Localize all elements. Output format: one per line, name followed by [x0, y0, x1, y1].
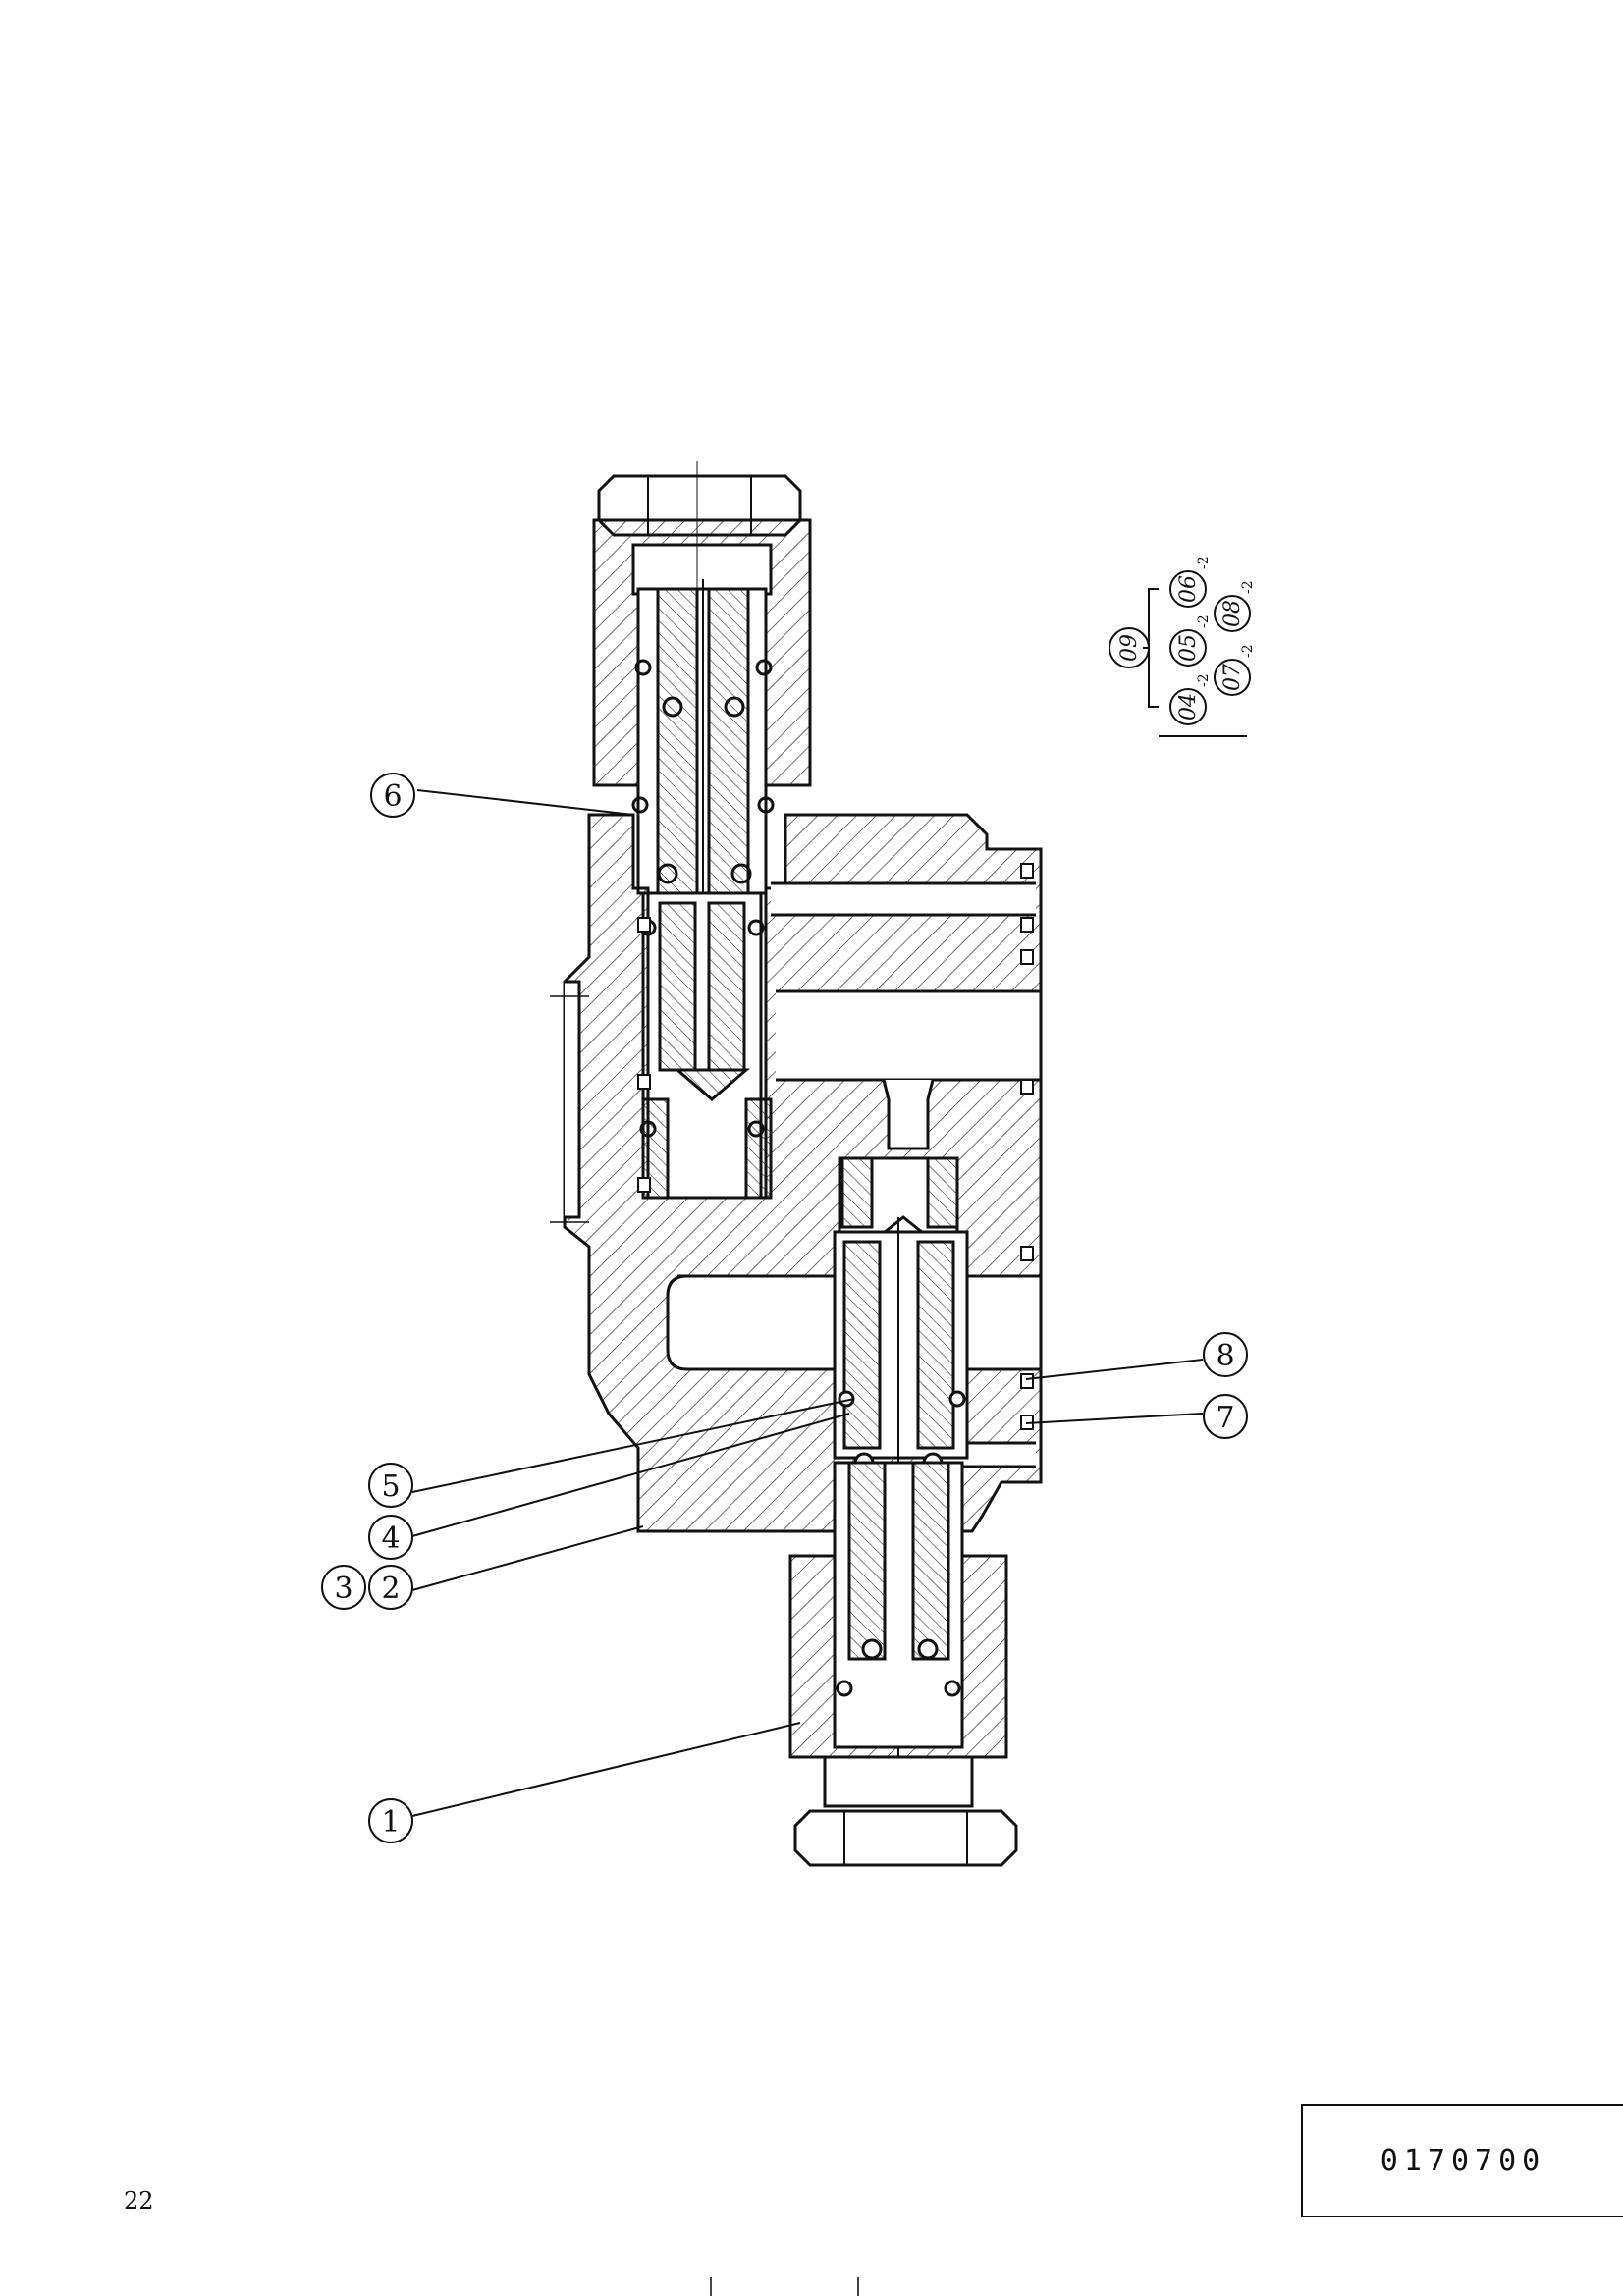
callout-7-label: 7	[1216, 1401, 1234, 1435]
seal-kit-group: 09 04 -2 05 -2 06 -2 07 -2 08 -2	[1109, 556, 1256, 737]
kit-item-05: 05	[1176, 634, 1201, 662]
callout-5-label: 5	[381, 1469, 400, 1504]
callout-3: 3	[321, 1565, 366, 1610]
leader-lines	[411, 789, 1204, 1817]
callout-3-label: 3	[334, 1572, 352, 1606]
callout-6-label: 6	[383, 779, 402, 814]
document-number: 0170700	[1380, 2143, 1546, 2178]
callout-1-label: 1	[381, 1805, 400, 1840]
document-number-box: 0170700	[1301, 2104, 1623, 2217]
kit-item-04-qty: -2	[1196, 673, 1212, 687]
page-number: 22	[124, 2187, 154, 2215]
upper-cartridge	[592, 461, 812, 1200]
callout-4-label: 4	[381, 1522, 400, 1556]
callout-5: 5	[368, 1463, 413, 1508]
callout-8: 8	[1203, 1332, 1248, 1377]
kit-item-07-qty: -2	[1240, 644, 1256, 658]
callouts: 6 5 4 3 2 1 8 7	[321, 773, 1248, 1843]
callout-8-label: 8	[1216, 1339, 1234, 1373]
scan-marks	[710, 2277, 859, 2296]
callout-7: 7	[1203, 1394, 1248, 1439]
callout-2: 2	[368, 1565, 413, 1610]
kit-item-06: 06	[1176, 575, 1201, 603]
kit-item-08: 08	[1220, 600, 1245, 627]
callout-1: 1	[368, 1798, 413, 1843]
callout-6: 6	[370, 773, 415, 818]
kit-main-label: 09	[1117, 634, 1142, 662]
kit-item-08-qty: -2	[1240, 580, 1256, 594]
kit-item-04: 04	[1176, 693, 1201, 721]
callout-4: 4	[368, 1515, 413, 1560]
kit-item-06-qty: -2	[1196, 556, 1212, 569]
callout-2-label: 2	[381, 1572, 400, 1606]
kit-item-07: 07	[1220, 664, 1245, 691]
lower-cartridge	[788, 1156, 1018, 1867]
kit-item-05-qty: -2	[1196, 614, 1212, 628]
